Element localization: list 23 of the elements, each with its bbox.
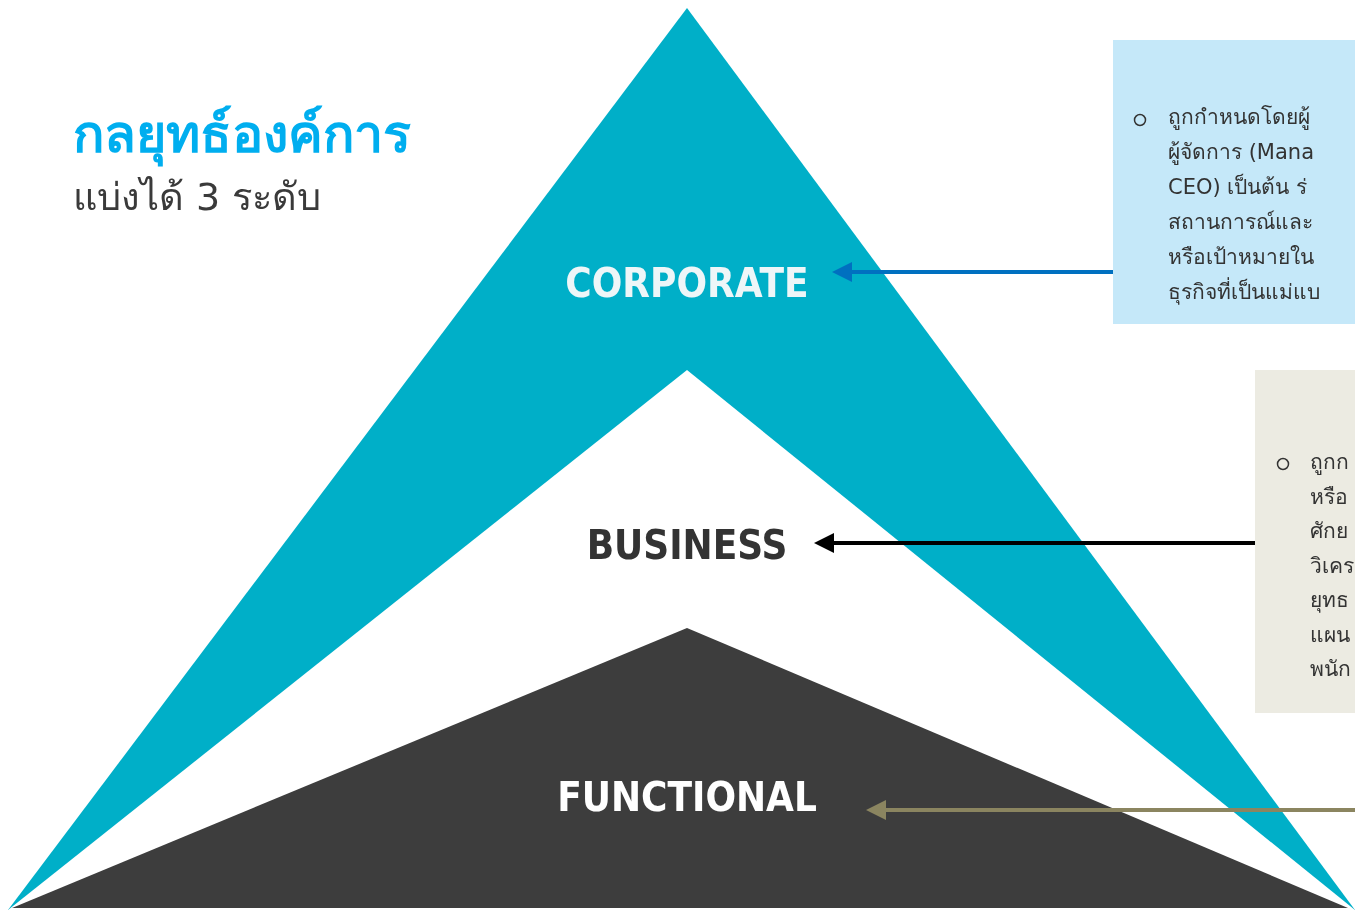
description-text: วิเคร xyxy=(1310,552,1354,580)
arrow xyxy=(832,262,1113,282)
description-text: ยุทธ xyxy=(1310,587,1349,615)
description-text: พนัก xyxy=(1310,656,1351,683)
description-text: ศักย xyxy=(1310,518,1348,545)
title: กลยุทธ์องค์การ xyxy=(73,92,411,175)
subtitle: แบ่งได้ 3 ระดับ xyxy=(73,174,322,221)
arrow xyxy=(866,800,1355,820)
description-text: หรือเป้าหมายใน xyxy=(1168,244,1314,271)
level-label: FUNCTIONAL xyxy=(557,774,817,820)
description-panel xyxy=(1255,370,1355,713)
description-text: CEO) เป็นต้น ร่ xyxy=(1168,172,1307,201)
description-text: สถานการณ์และ xyxy=(1168,209,1313,236)
description-text: แผน xyxy=(1310,621,1350,649)
level-label: BUSINESS xyxy=(586,522,788,568)
description-panel xyxy=(1113,40,1355,324)
description-text: หรือ xyxy=(1310,483,1348,511)
description-text: ถูกกำหนดโดยผู้ xyxy=(1168,104,1310,132)
arrow xyxy=(814,533,1255,553)
description-text: ผู้จัดการ (Mana xyxy=(1168,139,1315,167)
description-text: ถูกก xyxy=(1310,449,1349,477)
level-label: CORPORATE xyxy=(565,260,809,306)
description-text: ธุรกิจที่เป็นแม่แบ xyxy=(1168,277,1320,307)
